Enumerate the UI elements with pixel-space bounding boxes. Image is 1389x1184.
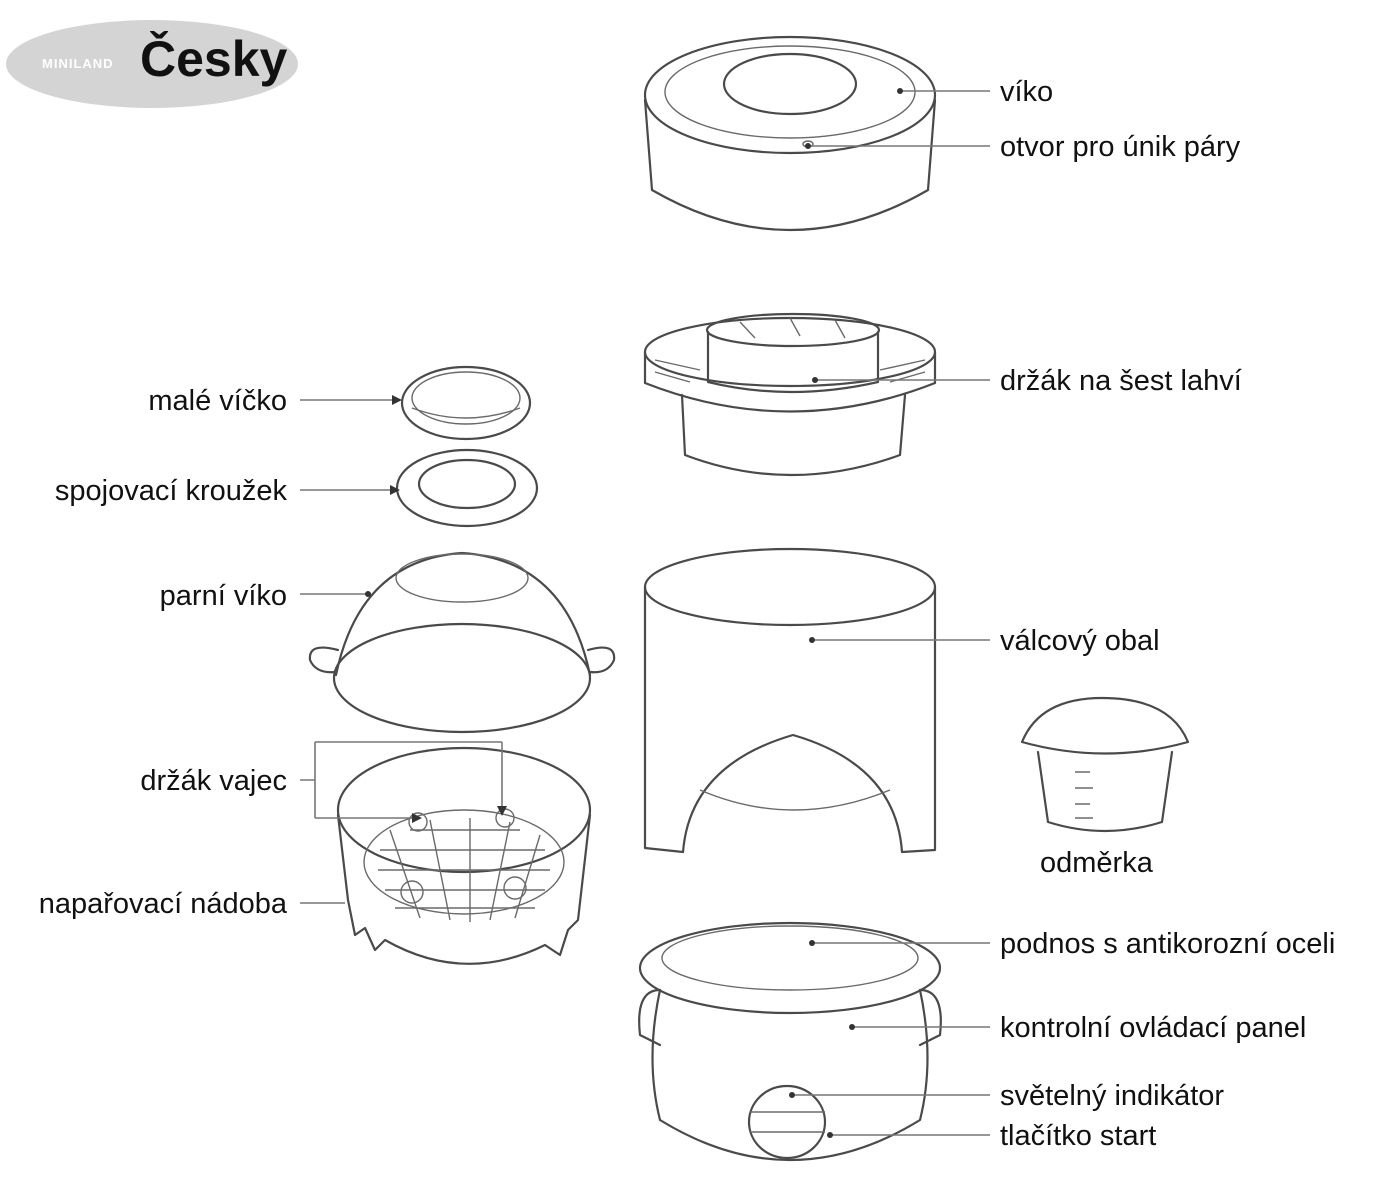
base-drawing <box>638 921 942 1162</box>
label-steam-vent: otvor pro únik páry <box>1000 131 1241 163</box>
measuring-cup-drawing <box>1020 696 1190 833</box>
label-steel-tray: podnos s antikorozní oceli <box>1000 928 1335 960</box>
label-egg-holder: držák vajec <box>140 765 287 797</box>
language-title: Česky <box>140 30 288 87</box>
label-indicator-light: světelný indikátor <box>1000 1080 1224 1112</box>
language-badge: MINILAND Česky <box>6 20 298 108</box>
cylinder-cover-drawing <box>643 547 937 854</box>
labels: víko otvor pro únik páry držák na šest l… <box>39 76 1336 1152</box>
label-measuring-cup: odměrka <box>1040 847 1154 879</box>
label-control-panel: kontrolní ovládací panel <box>1000 1012 1306 1044</box>
label-start-button: tlačítko start <box>1000 1120 1156 1152</box>
leader-lines <box>300 88 990 1138</box>
label-connecting-ring: spojovací kroužek <box>55 475 288 507</box>
lid-drawing <box>643 35 937 232</box>
label-bottle-holder: držák na šest lahví <box>1000 365 1242 397</box>
brand-logo: MINILAND <box>42 56 114 71</box>
steamer-bowl-drawing <box>336 746 592 965</box>
label-small-lid: malé víčko <box>148 385 287 417</box>
small-lid-drawing <box>400 365 532 441</box>
label-steam-lid: parní víko <box>160 580 287 612</box>
connecting-ring-drawing <box>395 448 539 528</box>
label-lid: víko <box>1000 76 1053 108</box>
label-cylinder-cover: válcový obal <box>1000 625 1160 657</box>
steam-lid-drawing <box>308 551 616 734</box>
label-steamer-bowl: napařovací nádoba <box>39 888 288 920</box>
bottle-holder-drawing <box>643 312 937 477</box>
